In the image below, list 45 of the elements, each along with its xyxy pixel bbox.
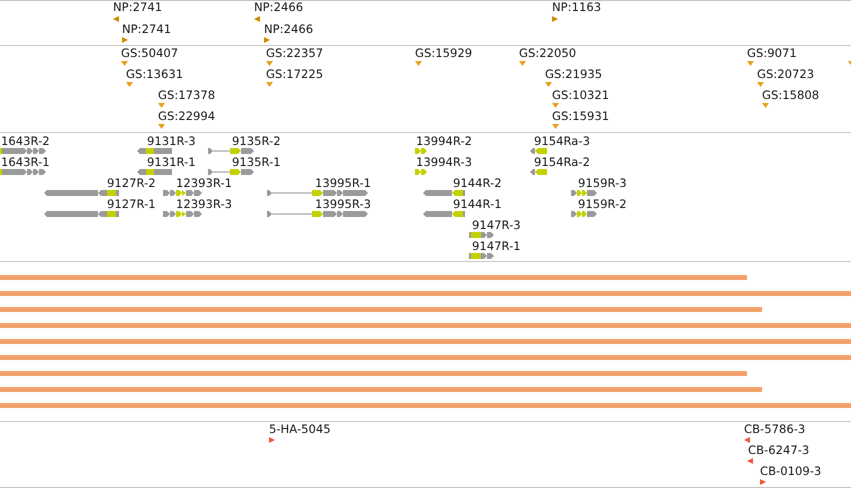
feature-label: GS:20723	[757, 68, 814, 81]
feature-label: 9147R-3	[472, 219, 521, 232]
feature-label: 9127R-1	[107, 198, 156, 211]
feature-label: GS:17378	[158, 89, 216, 102]
feature-label: GS:15931	[552, 110, 610, 123]
feature-label: 5-HA-5045	[269, 423, 331, 436]
feature-label: CB-5786-3	[744, 423, 806, 436]
feature-label: 1643R-1	[1, 156, 50, 169]
feature-label: 9159R-2	[578, 198, 627, 211]
feature-label: 13994R-2	[416, 135, 472, 148]
feature-label: CB-6247-3	[748, 444, 810, 457]
feature-label: 9154Ra-2	[534, 156, 590, 169]
feature-label: 13995R-3	[315, 198, 372, 211]
feature-label: NP:2466	[264, 23, 314, 36]
feature-label: NP:1163	[552, 1, 602, 14]
feature-label: GS:17225	[266, 68, 324, 81]
feature-label: GS:15808	[762, 89, 820, 102]
feature-label: 12393R-3	[176, 198, 232, 211]
feature-label: 9135R-2	[232, 135, 281, 148]
feature-label: 9154Ra-3	[534, 135, 590, 148]
feature-label: GS:22050	[519, 47, 576, 60]
feature-label: 9159R-3	[578, 177, 627, 190]
feature-label: GS:22994	[158, 110, 216, 123]
feature-label: GS:13631	[126, 68, 184, 81]
feature-label: 9131R-1	[147, 156, 196, 169]
feature-label: 9135R-1	[232, 156, 281, 169]
feature-label: 9144R-2	[453, 177, 502, 190]
feature-label: CB-0109-3	[760, 465, 822, 478]
feature-label: NP:2741	[113, 1, 162, 14]
feature-label: GS:15929	[415, 47, 472, 60]
feature-label: GS:9071	[747, 47, 797, 60]
feature-label: 9127R-2	[107, 177, 156, 190]
feature-label: NP:2741	[122, 23, 172, 36]
feature-label: 13994R-3	[416, 156, 472, 169]
feature-label: GS:21935	[545, 68, 602, 81]
feature-label: 9147R-1	[472, 240, 521, 253]
feature-label: GS:10321	[552, 89, 610, 102]
feature-label: 13995R-1	[315, 177, 372, 190]
feature-label: 12393R-1	[176, 177, 232, 190]
feature-label: GS:22357	[266, 47, 324, 60]
feature-label: 1643R-2	[1, 135, 50, 148]
feature-label: 9144R-1	[453, 198, 502, 211]
feature-label: 9131R-3	[147, 135, 196, 148]
feature-label: NP:2466	[254, 1, 304, 14]
feature-label: GS:50407	[121, 47, 178, 60]
